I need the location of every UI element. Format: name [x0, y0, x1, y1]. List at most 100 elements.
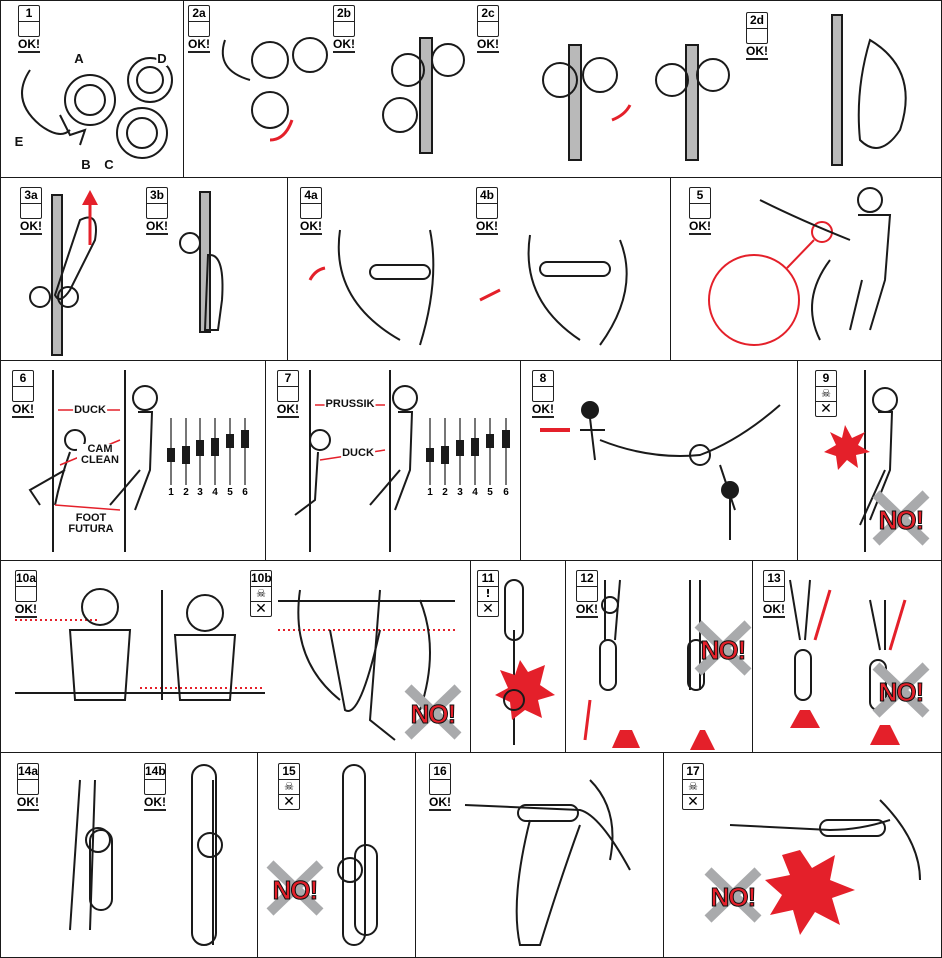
panel-number: 10a	[16, 571, 37, 587]
part-label-e: E	[13, 134, 25, 149]
ok-label: OK!	[689, 219, 711, 235]
no-stamp: NO!	[400, 682, 466, 742]
descender-device-illustration	[15, 14, 921, 946]
skull-icon: ☠	[683, 780, 703, 795]
no-label: NO!	[878, 677, 925, 708]
part-label-d: D	[156, 51, 168, 66]
label-cam-clean: CAM CLEAN	[77, 444, 123, 466]
panel-10	[0, 560, 471, 753]
panel-number: 12	[577, 571, 597, 587]
no-stamp: NO!	[700, 865, 766, 925]
cross-icon	[266, 860, 324, 916]
ok-label: OK!	[15, 602, 37, 618]
panel-number: 15	[279, 764, 299, 780]
panel-number: 7	[278, 371, 298, 387]
forbidden-icon: ✕	[820, 401, 832, 417]
skull-icon: ☠	[279, 780, 299, 795]
badge-15: 15☠✕	[278, 763, 300, 810]
ok-label: OK!	[12, 402, 34, 418]
cross-icon	[704, 867, 762, 923]
ok-label: OK!	[576, 602, 598, 618]
forbidden-icon: ✕	[283, 794, 295, 810]
ok-label: OK!	[333, 37, 355, 53]
impact-starburst	[765, 850, 855, 935]
position-label: 6	[242, 487, 248, 498]
position-label: 3	[457, 487, 463, 498]
position-label: 1	[427, 487, 433, 498]
panel-number: 2a	[189, 6, 209, 22]
no-label: NO!	[700, 635, 747, 666]
panel-number: 1	[19, 6, 39, 22]
position-label: 2	[442, 487, 448, 498]
ok-label: OK!	[429, 795, 451, 811]
panel-number: 8	[533, 371, 553, 387]
ok-label: OK!	[188, 37, 210, 53]
position-label: 2	[183, 487, 189, 498]
ok-label: OK!	[763, 602, 785, 618]
no-stamp: NO!	[868, 488, 934, 548]
no-label: NO!	[272, 875, 319, 906]
ok-label: OK!	[17, 795, 39, 811]
badge-11: 11!✕	[477, 570, 499, 617]
forbidden-icon: ✕	[482, 601, 494, 617]
no-stamp: NO!	[690, 618, 756, 678]
impact-starburst	[495, 660, 555, 720]
panel-number: 16	[430, 764, 450, 780]
skull-icon: ☠	[251, 587, 271, 602]
no-stamp: NO!	[868, 660, 934, 720]
cross-icon	[694, 620, 752, 676]
label-duck: DUCK	[341, 447, 375, 459]
no-stamp: NO!	[262, 858, 328, 918]
position-label: 5	[227, 487, 233, 498]
label-duck: DUCK	[73, 404, 107, 416]
panel-5	[670, 177, 942, 361]
ok-label: OK!	[476, 219, 498, 235]
label-prussik: PRUSSIK	[324, 398, 376, 410]
ok-label: OK!	[18, 37, 40, 53]
ok-label: OK!	[144, 795, 166, 811]
position-label: 3	[197, 487, 203, 498]
badge-9: 9☠✕	[815, 370, 837, 417]
panel-number: 6	[13, 371, 33, 387]
panel-number: 9	[816, 371, 836, 387]
position-label: 6	[503, 487, 509, 498]
ok-label: OK!	[20, 219, 42, 235]
panel-16	[415, 752, 664, 958]
badge-17: 17☠✕	[682, 763, 704, 810]
panel-number: 4a	[301, 188, 321, 204]
panel-number: 2c	[478, 6, 498, 22]
panel-number: 5	[690, 188, 710, 204]
forbidden-icon: ✕	[687, 794, 699, 810]
panel-number: 4b	[477, 188, 497, 204]
ok-label: OK!	[277, 402, 299, 418]
panel-number: 14a	[18, 764, 39, 780]
ok-label: OK!	[746, 44, 768, 60]
impact-starburst	[824, 425, 870, 470]
panel-number: 13	[764, 571, 784, 587]
cross-icon	[872, 662, 930, 718]
position-label: 5	[487, 487, 493, 498]
part-label-c: C	[103, 157, 115, 172]
no-label: NO!	[410, 699, 457, 730]
panel-number: 2d	[747, 13, 767, 29]
label-foot-futura: FOOT FUTURA	[66, 513, 116, 535]
no-label: NO!	[710, 882, 757, 913]
ok-label: OK!	[300, 219, 322, 235]
panel-number: 3b	[147, 188, 167, 204]
skull-icon: ☠	[816, 387, 836, 402]
panel-number: 11	[478, 571, 498, 587]
part-label-a: A	[73, 51, 85, 66]
